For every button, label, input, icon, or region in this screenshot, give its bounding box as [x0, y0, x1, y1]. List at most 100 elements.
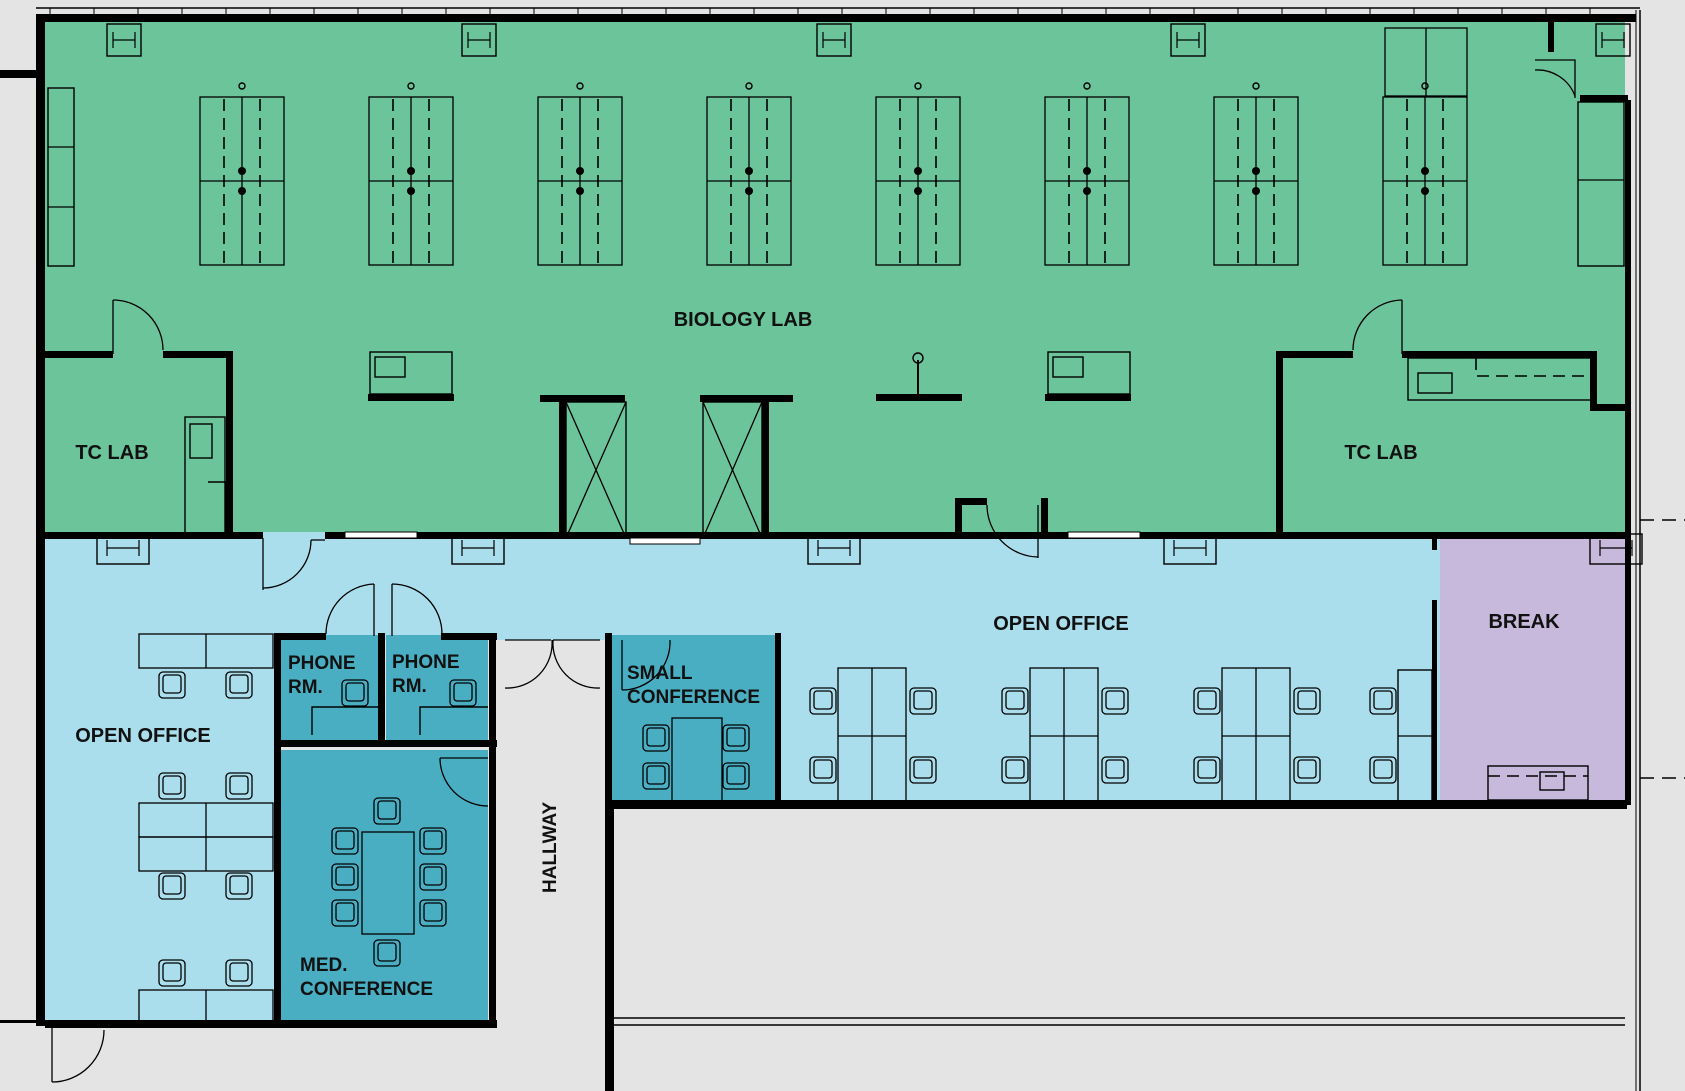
small-conference-zone — [612, 635, 777, 803]
phone-desk — [419, 706, 488, 735]
walls — [0, 7, 1685, 1091]
bench-sink — [238, 167, 246, 175]
bench-sink — [745, 187, 753, 195]
wall-hood — [461, 23, 497, 57]
chair — [909, 687, 937, 715]
chair — [158, 872, 186, 900]
bench-sink — [1421, 167, 1429, 175]
chair — [1101, 756, 1129, 784]
med-conference-zone — [280, 750, 488, 1022]
small-conference-table — [671, 717, 723, 803]
chair — [1193, 756, 1221, 784]
bench-sink — [407, 187, 415, 195]
chair — [1369, 756, 1397, 784]
wall-hood — [816, 23, 852, 57]
bench-sink — [1421, 187, 1429, 195]
bench-tap — [576, 82, 584, 90]
break-room-zone — [1440, 538, 1625, 802]
office-hood — [807, 533, 861, 565]
lab-bench — [1044, 82, 1130, 266]
chair — [331, 899, 359, 927]
lab-bench — [537, 82, 623, 266]
chair — [225, 959, 253, 987]
label-phone-room-2: PHONE RM. — [392, 652, 465, 697]
bench-sink — [238, 187, 246, 195]
bench-sink — [1083, 167, 1091, 175]
desk-cluster — [1029, 667, 1099, 803]
wall-hood — [1170, 23, 1206, 57]
open-office-west-zone — [45, 630, 275, 1025]
chair — [1293, 687, 1321, 715]
office-hood — [1589, 533, 1643, 565]
chair — [373, 939, 401, 967]
fume-hoods — [96, 23, 1643, 565]
window — [629, 537, 701, 545]
office-hood — [96, 533, 150, 565]
chair — [419, 899, 447, 927]
bench-sink — [1252, 187, 1260, 195]
bench-sink — [407, 167, 415, 175]
lab-bench — [706, 82, 792, 266]
desk-pair — [138, 989, 274, 1025]
chair — [909, 756, 937, 784]
phone-room-2-zone — [386, 635, 488, 740]
wall-hood — [106, 23, 142, 57]
label-tc-lab-left: TC LAB — [75, 442, 148, 464]
label-biology-lab: BIOLOGY LAB — [674, 309, 813, 331]
lab-counters — [184, 351, 1594, 534]
label-hallway: HALLWAY — [540, 802, 561, 893]
biology-lab-zone — [45, 22, 1625, 532]
chair — [419, 827, 447, 855]
chair — [419, 863, 447, 891]
chair — [1193, 687, 1221, 715]
bench-sink — [1252, 167, 1260, 175]
bench-sink — [914, 167, 922, 175]
chair — [1101, 687, 1129, 715]
bench-sink — [576, 187, 584, 195]
chair — [1001, 756, 1029, 784]
open-office-zone — [45, 532, 1440, 640]
bench-sink — [745, 167, 753, 175]
chair — [809, 687, 837, 715]
label-open-office-east: OPEN OFFICE — [993, 613, 1129, 635]
chair — [341, 679, 369, 707]
window-ticks — [49, 8, 1591, 14]
phone-room-1-zone — [280, 635, 378, 740]
med-conference-table — [361, 831, 415, 935]
bench-tap — [745, 82, 753, 90]
chair — [158, 772, 186, 800]
chair — [331, 827, 359, 855]
window — [344, 531, 418, 539]
chair — [331, 863, 359, 891]
chair — [449, 679, 477, 707]
label-small-conference: SMALL CONFERENCE — [627, 663, 760, 708]
chair — [642, 724, 670, 752]
lab-bench — [199, 82, 285, 266]
bench-tap — [238, 82, 246, 90]
label-phone-room-1: PHONE RM. — [288, 653, 361, 698]
label-break-room: BREAK — [1488, 611, 1560, 633]
bench-tap — [914, 82, 922, 90]
lab-bench — [875, 82, 961, 266]
wall-hood — [1595, 23, 1631, 57]
chair — [225, 671, 253, 699]
bench-tap — [1421, 82, 1429, 90]
open-office-east-zone — [780, 630, 1440, 802]
bench-tap — [407, 82, 415, 90]
office-hood — [1163, 533, 1217, 565]
lab-side-shelving — [47, 87, 1625, 267]
label-tc-lab-right: TC LAB — [1344, 442, 1417, 464]
chair — [225, 872, 253, 900]
desk-pair — [138, 836, 274, 872]
lab-bench — [368, 82, 454, 266]
chair — [1293, 756, 1321, 784]
desk-cluster — [837, 667, 907, 803]
chair — [158, 671, 186, 699]
bench-tap — [1252, 82, 1260, 90]
bench-sink — [914, 187, 922, 195]
chair — [642, 762, 670, 790]
lab-benches — [199, 27, 1468, 266]
desk-cluster — [1221, 667, 1291, 803]
bench-tap — [1083, 82, 1091, 90]
